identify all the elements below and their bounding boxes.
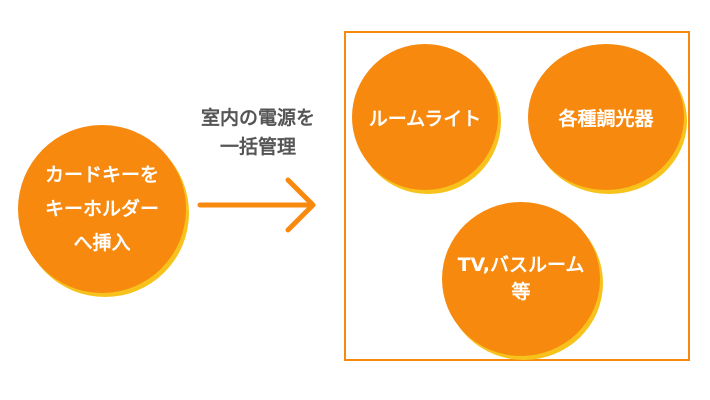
tv-bathroom-node: TV,バスルーム 等 [442,202,600,356]
tv-bathroom-label-line-2: 等 [511,281,531,303]
card-key-node: カードキーを キーホルダー へ挿入 [18,125,186,293]
dimmer-label: 各種調光器 [558,107,654,130]
right-arrow-icon [197,177,316,233]
arrow-caption-line-2: 一括管理 [219,136,296,158]
card-key-node-line-2: キーホルダー [44,198,159,220]
arrow-caption-line-1: 室内の電源を [200,107,315,129]
card-key-node-line-3: へ挿入 [73,232,131,254]
room-light-node: ルームライト [352,44,498,190]
controlled-devices-box [344,31,690,361]
room-light-label: ルームライト [368,107,482,130]
card-key-node-line-1: カードキーを [44,164,159,186]
tv-bathroom-label-line-1: TV,バスルーム [457,254,585,276]
dimmer-node: 各種調光器 [528,44,684,190]
arrow-caption: 室内の電源を 一括管理 [184,104,332,162]
